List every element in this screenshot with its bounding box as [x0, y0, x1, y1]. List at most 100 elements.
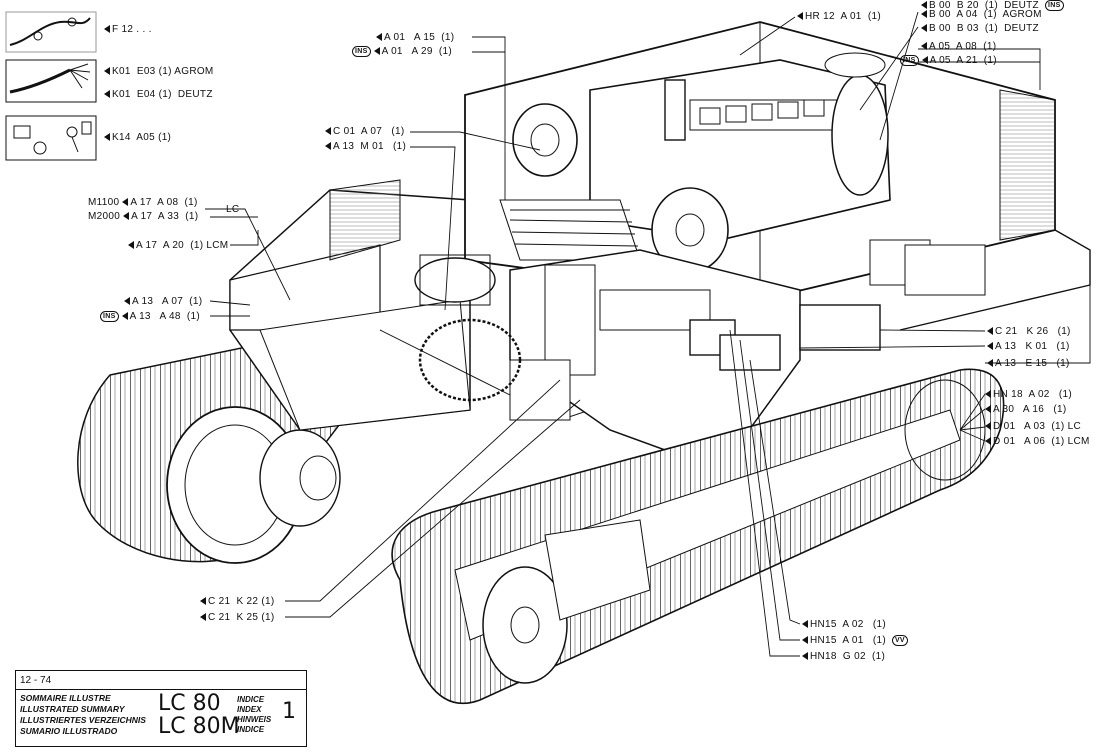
label-text: HN18 G 02 (1): [810, 651, 886, 662]
label-text: A 13 K 01 (1): [995, 341, 1070, 352]
pointer-icon: [921, 1, 927, 9]
label-lc-bracket: LC: [226, 204, 239, 216]
chassis-hull: [229, 179, 621, 431]
pointer-icon: [985, 390, 991, 398]
index-words: INDICE INDEX HINWEIS INDICE: [237, 695, 272, 734]
label-c21-k22: C 21 K 22 (1): [200, 596, 274, 608]
variant-prefix: M2000: [88, 211, 121, 222]
label-hn15-a02: HN15 A 02 (1): [802, 619, 886, 631]
label-hr12-a01: HR 12 A 01 (1): [797, 11, 881, 23]
label-c01-a07: C 01 A 07 (1): [325, 126, 405, 138]
label-text: A 13 A 48 (1): [129, 311, 200, 322]
label-text: A 17 A 20 (1) LCM: [136, 240, 229, 251]
pointer-icon: [104, 133, 110, 141]
label-text: C 21 K 26 (1): [995, 326, 1071, 337]
label-a05-a08: A 05 A 08 (1): [921, 41, 996, 53]
vv-badge-icon: VV: [891, 635, 908, 646]
label-a17-a33: M2000 A 17 A 33 (1): [88, 211, 198, 223]
pointer-icon: [325, 142, 331, 150]
label-text: A 17 A 08 (1): [130, 197, 198, 208]
label-a13-k01: A 13 K 01 (1): [987, 341, 1070, 353]
ins-badge-icon: INS: [900, 55, 919, 66]
label-text: B 00 A 04 (1) AGROM: [929, 9, 1042, 20]
label-a05-a21: INS A 05 A 21 (1): [900, 55, 997, 67]
label-a01-a29: INS A 01 A 29 (1): [352, 46, 452, 58]
model-name: LC 80 LC 80M: [158, 691, 240, 739]
label-text: C 21 K 25 (1): [208, 612, 275, 623]
label-hn18-a02: HN 18 A 02 (1): [985, 389, 1072, 401]
label-text: HR 12 A 01 (1): [805, 11, 881, 22]
pointer-icon: [200, 597, 206, 605]
label-text: HN15 A 01 (1): [810, 635, 886, 646]
pointer-icon: [921, 10, 927, 18]
label-text: D 01 A 06 (1) LCM: [993, 436, 1090, 447]
pointer-icon: [921, 56, 928, 64]
label-text: C 21 K 22 (1): [208, 596, 275, 607]
pointer-icon: [121, 312, 128, 320]
label-c21-k25: C 21 K 25 (1): [200, 612, 274, 624]
variant-prefix: M1100: [88, 197, 120, 208]
label-text: LC: [226, 204, 240, 215]
label-text: A 17 A 33 (1): [131, 211, 199, 222]
pointer-icon: [104, 67, 110, 75]
pointer-icon: [376, 33, 382, 41]
label-f12: F 12 . . .: [104, 24, 152, 36]
label-k01-e03: K01 E03 (1) AGROM: [104, 66, 214, 78]
pointer-icon: [987, 359, 993, 367]
pointer-icon: [921, 42, 927, 50]
pointer-icon: [104, 90, 110, 98]
ins-badge-icon: INS: [352, 46, 371, 57]
label-text: B 00 B 03 (1) DEUTZ: [929, 23, 1039, 34]
label-a13-a07: A 13 A 07 (1): [124, 296, 202, 308]
pointer-icon: [802, 652, 808, 660]
switch-thumbnail-k14: [5, 115, 97, 161]
pointer-icon: [123, 212, 130, 220]
label-text: D 01 A 03 (1) LC: [993, 421, 1081, 432]
label-text: HN 18 A 02 (1): [993, 389, 1073, 400]
label-text: A 13 A 07 (1): [132, 296, 203, 307]
label-text: A 13 E 15 (1): [995, 358, 1070, 369]
index-number: 1: [282, 699, 296, 724]
label-text: K01 E04 (1) DEUTZ: [112, 89, 213, 100]
pointer-icon: [802, 636, 808, 644]
label-text: B 00 B 20 (1) DEUTZ: [929, 0, 1039, 11]
label-b00-a04: B 00 A 04 (1) AGROM: [921, 9, 1042, 21]
label-a01-a15: A 01 A 15 (1): [376, 32, 454, 44]
title-block: 12 - 74 SOMMAIRE ILLUSTRE ILLUSTRATED SU…: [15, 670, 307, 747]
right-track: [391, 368, 1005, 705]
label-text: A 05 A 21 (1): [929, 55, 997, 66]
pointer-icon: [921, 24, 927, 32]
label-a17-a20: A 17 A 20 (1) LCM: [128, 240, 228, 252]
divider: [16, 689, 306, 690]
label-text: F 12 . . .: [112, 24, 152, 35]
label-text: C 01 A 07 (1): [333, 126, 405, 137]
pointer-icon: [124, 297, 130, 305]
label-hn18-g02: HN18 G 02 (1): [802, 651, 885, 663]
label-a13-m01: A 13 M 01 (1): [325, 141, 406, 153]
label-text: K01 E03 (1) AGROM: [112, 66, 214, 77]
label-b00-b03: B 00 B 03 (1) DEUTZ: [921, 23, 1039, 35]
summary-title-multilingual: SOMMAIRE ILLUSTRE ILLUSTRATED SUMMARY IL…: [20, 693, 146, 736]
label-d01-a03: D 01 A 03 (1) LC: [985, 421, 1081, 433]
engine-block: [499, 52, 891, 273]
pointer-icon: [987, 327, 993, 335]
ins-badge-icon: INS: [100, 311, 119, 322]
pointer-icon: [128, 241, 134, 249]
label-hn15-a01: HN15 A 01 (1) VV: [802, 635, 908, 647]
pointer-icon: [122, 198, 129, 206]
pointer-icon: [985, 405, 991, 413]
pointer-icon: [985, 422, 991, 430]
label-text: A 01 A 29 (1): [381, 46, 452, 57]
label-a30-a16: A 30 A 16 (1): [985, 404, 1066, 416]
label-d01-a06: D 01 A 06 (1) LCM: [985, 436, 1090, 448]
leader-lines: [205, 11, 1091, 657]
label-text: HN15 A 02 (1): [810, 619, 886, 630]
label-a13-e15: A 13 E 15 (1): [987, 358, 1070, 370]
label-a13-a48: INS A 13 A 48 (1): [100, 311, 200, 323]
date-code: 12 - 74: [20, 675, 52, 686]
label-a17-a08: M1100 A 17 A 08 (1): [88, 197, 198, 209]
label-text: A 05 A 08 (1): [929, 41, 997, 52]
pointer-icon: [200, 613, 206, 621]
